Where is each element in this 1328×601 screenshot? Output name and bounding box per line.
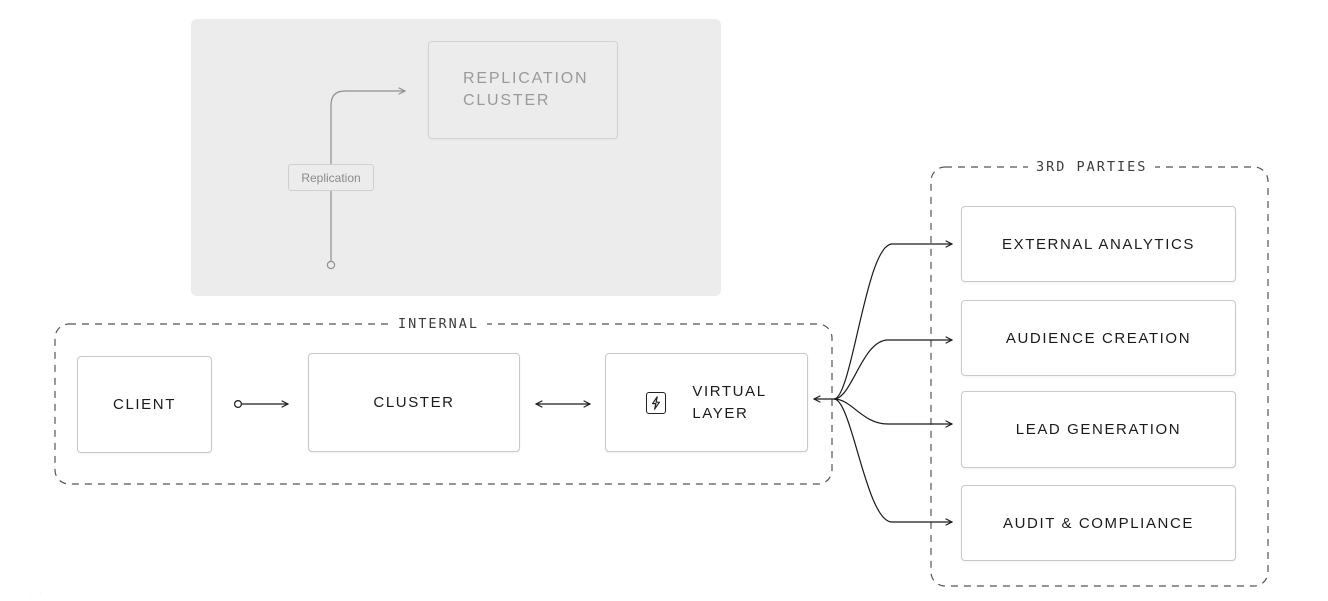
cluster-node[interactable]: CLUSTER bbox=[308, 353, 520, 452]
external-analytics-node[interactable]: EXTERNAL ANALYTICS bbox=[961, 206, 1236, 282]
virtual-layer-label-line1: VIRTUAL bbox=[692, 382, 767, 400]
replication-cluster-label-line1: REPLICATION bbox=[463, 70, 589, 87]
faint-marks: · · · · bbox=[20, 591, 54, 597]
fanout-edge-external-analytics bbox=[833, 244, 952, 400]
client-label: CLIENT bbox=[113, 396, 176, 413]
external-analytics-label: EXTERNAL ANALYTICS bbox=[1001, 235, 1196, 253]
lead-generation-label: LEAD GENERATION bbox=[1015, 421, 1182, 438]
cluster-label: CLUSTER bbox=[373, 394, 455, 411]
virtual-layer-label: VIRTUAL LAYER bbox=[692, 381, 766, 425]
lightning-bolt-icon bbox=[646, 391, 667, 414]
virtual-layer-label-line2: LAYER bbox=[692, 404, 749, 422]
internal-group-label: INTERNAL bbox=[390, 316, 488, 332]
fanout-edge-audience-creation bbox=[833, 340, 952, 400]
audience-creation-label: AUDIENCE CREATION bbox=[1005, 329, 1192, 347]
replication-cluster-label: REPLICATION CLUSTER bbox=[463, 68, 588, 112]
client-node[interactable]: CLIENT bbox=[77, 356, 212, 453]
virtual-layer-node[interactable]: VIRTUAL LAYER bbox=[605, 353, 808, 452]
fanout-edge-lead-generation bbox=[833, 398, 952, 424]
fanout-edge-audit-compliance bbox=[833, 398, 952, 522]
client-edge-origin bbox=[234, 400, 243, 409]
replication-edge-label: Replication bbox=[288, 164, 374, 191]
replication-cluster-label-line2: CLUSTER bbox=[463, 92, 551, 109]
replication-cluster-node[interactable]: REPLICATION CLUSTER bbox=[428, 41, 618, 139]
audit-compliance-node[interactable]: AUDIT & COMPLIANCE bbox=[961, 485, 1236, 561]
audience-creation-node[interactable]: AUDIENCE CREATION bbox=[961, 300, 1236, 376]
third-parties-group-label: 3RD PARTIES bbox=[1028, 159, 1156, 175]
lead-generation-node[interactable]: LEAD GENERATION bbox=[961, 391, 1236, 468]
audit-compliance-label: AUDIT & COMPLIANCE bbox=[1002, 514, 1195, 532]
